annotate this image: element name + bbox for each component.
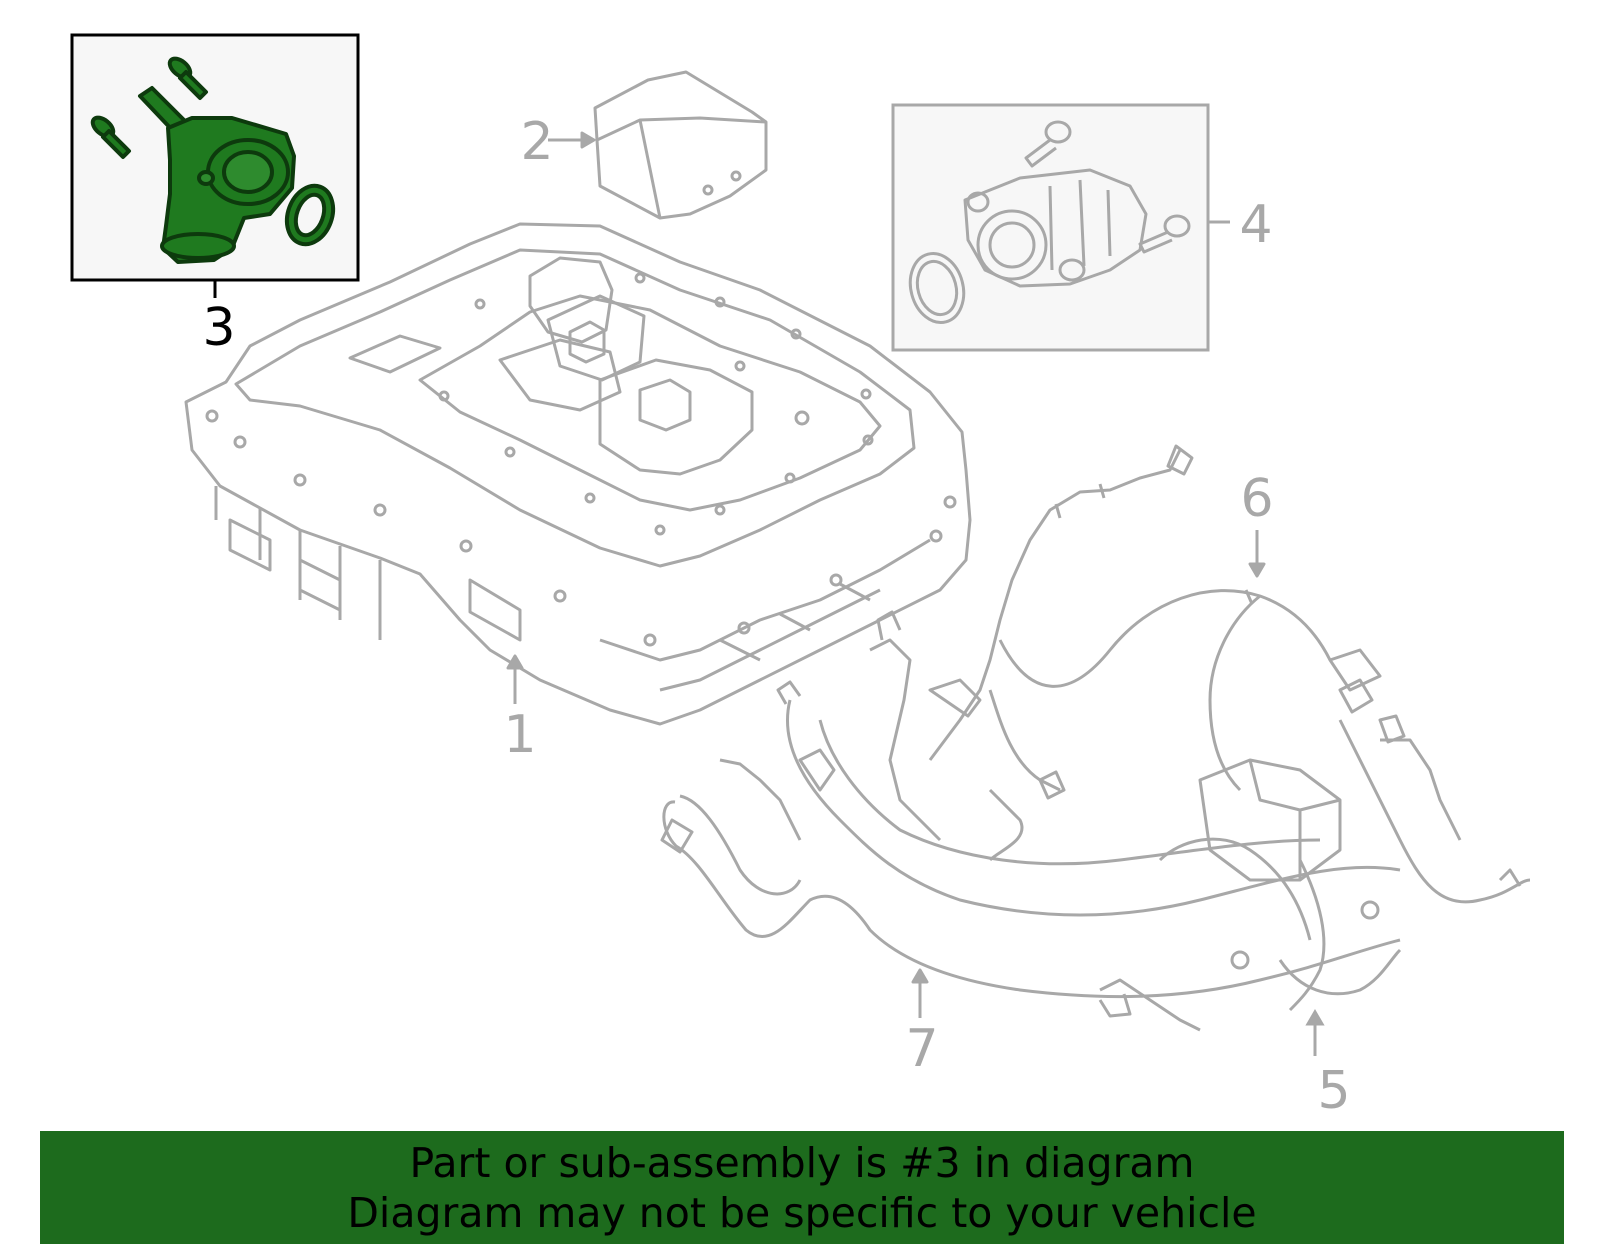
callout-4: 4	[1239, 195, 1272, 255]
part-1-inverter[interactable]	[184, 222, 972, 726]
part-6-sensor-harness[interactable]	[928, 444, 1382, 792]
part-5-clip[interactable]	[1305, 1009, 1325, 1056]
callout-3: 3	[202, 298, 235, 358]
part-4-detail-box[interactable]	[891, 103, 1230, 352]
banner-line-disclaimer: Diagram may not be specific to your vehi…	[347, 1188, 1257, 1237]
coolant-outlet-part-3	[90, 56, 336, 264]
callout-1: 1	[503, 705, 536, 765]
callout-6: 6	[1240, 469, 1273, 529]
banner-line-part: Part or sub-assembly is #3 in diagram	[409, 1138, 1195, 1187]
info-banner: Part or sub-assembly is #3 in diagram Di…	[40, 1131, 1564, 1244]
callout-7: 7	[905, 1019, 938, 1079]
base-bolts	[205, 409, 957, 647]
part-3-detail-box[interactable]	[70, 33, 360, 298]
part-7-main-harness[interactable]	[660, 610, 1531, 1032]
part-2-module[interactable]	[548, 70, 768, 220]
callout-5: 5	[1317, 1061, 1350, 1121]
lid-bolts	[438, 272, 874, 536]
callout-2: 2	[520, 112, 553, 172]
